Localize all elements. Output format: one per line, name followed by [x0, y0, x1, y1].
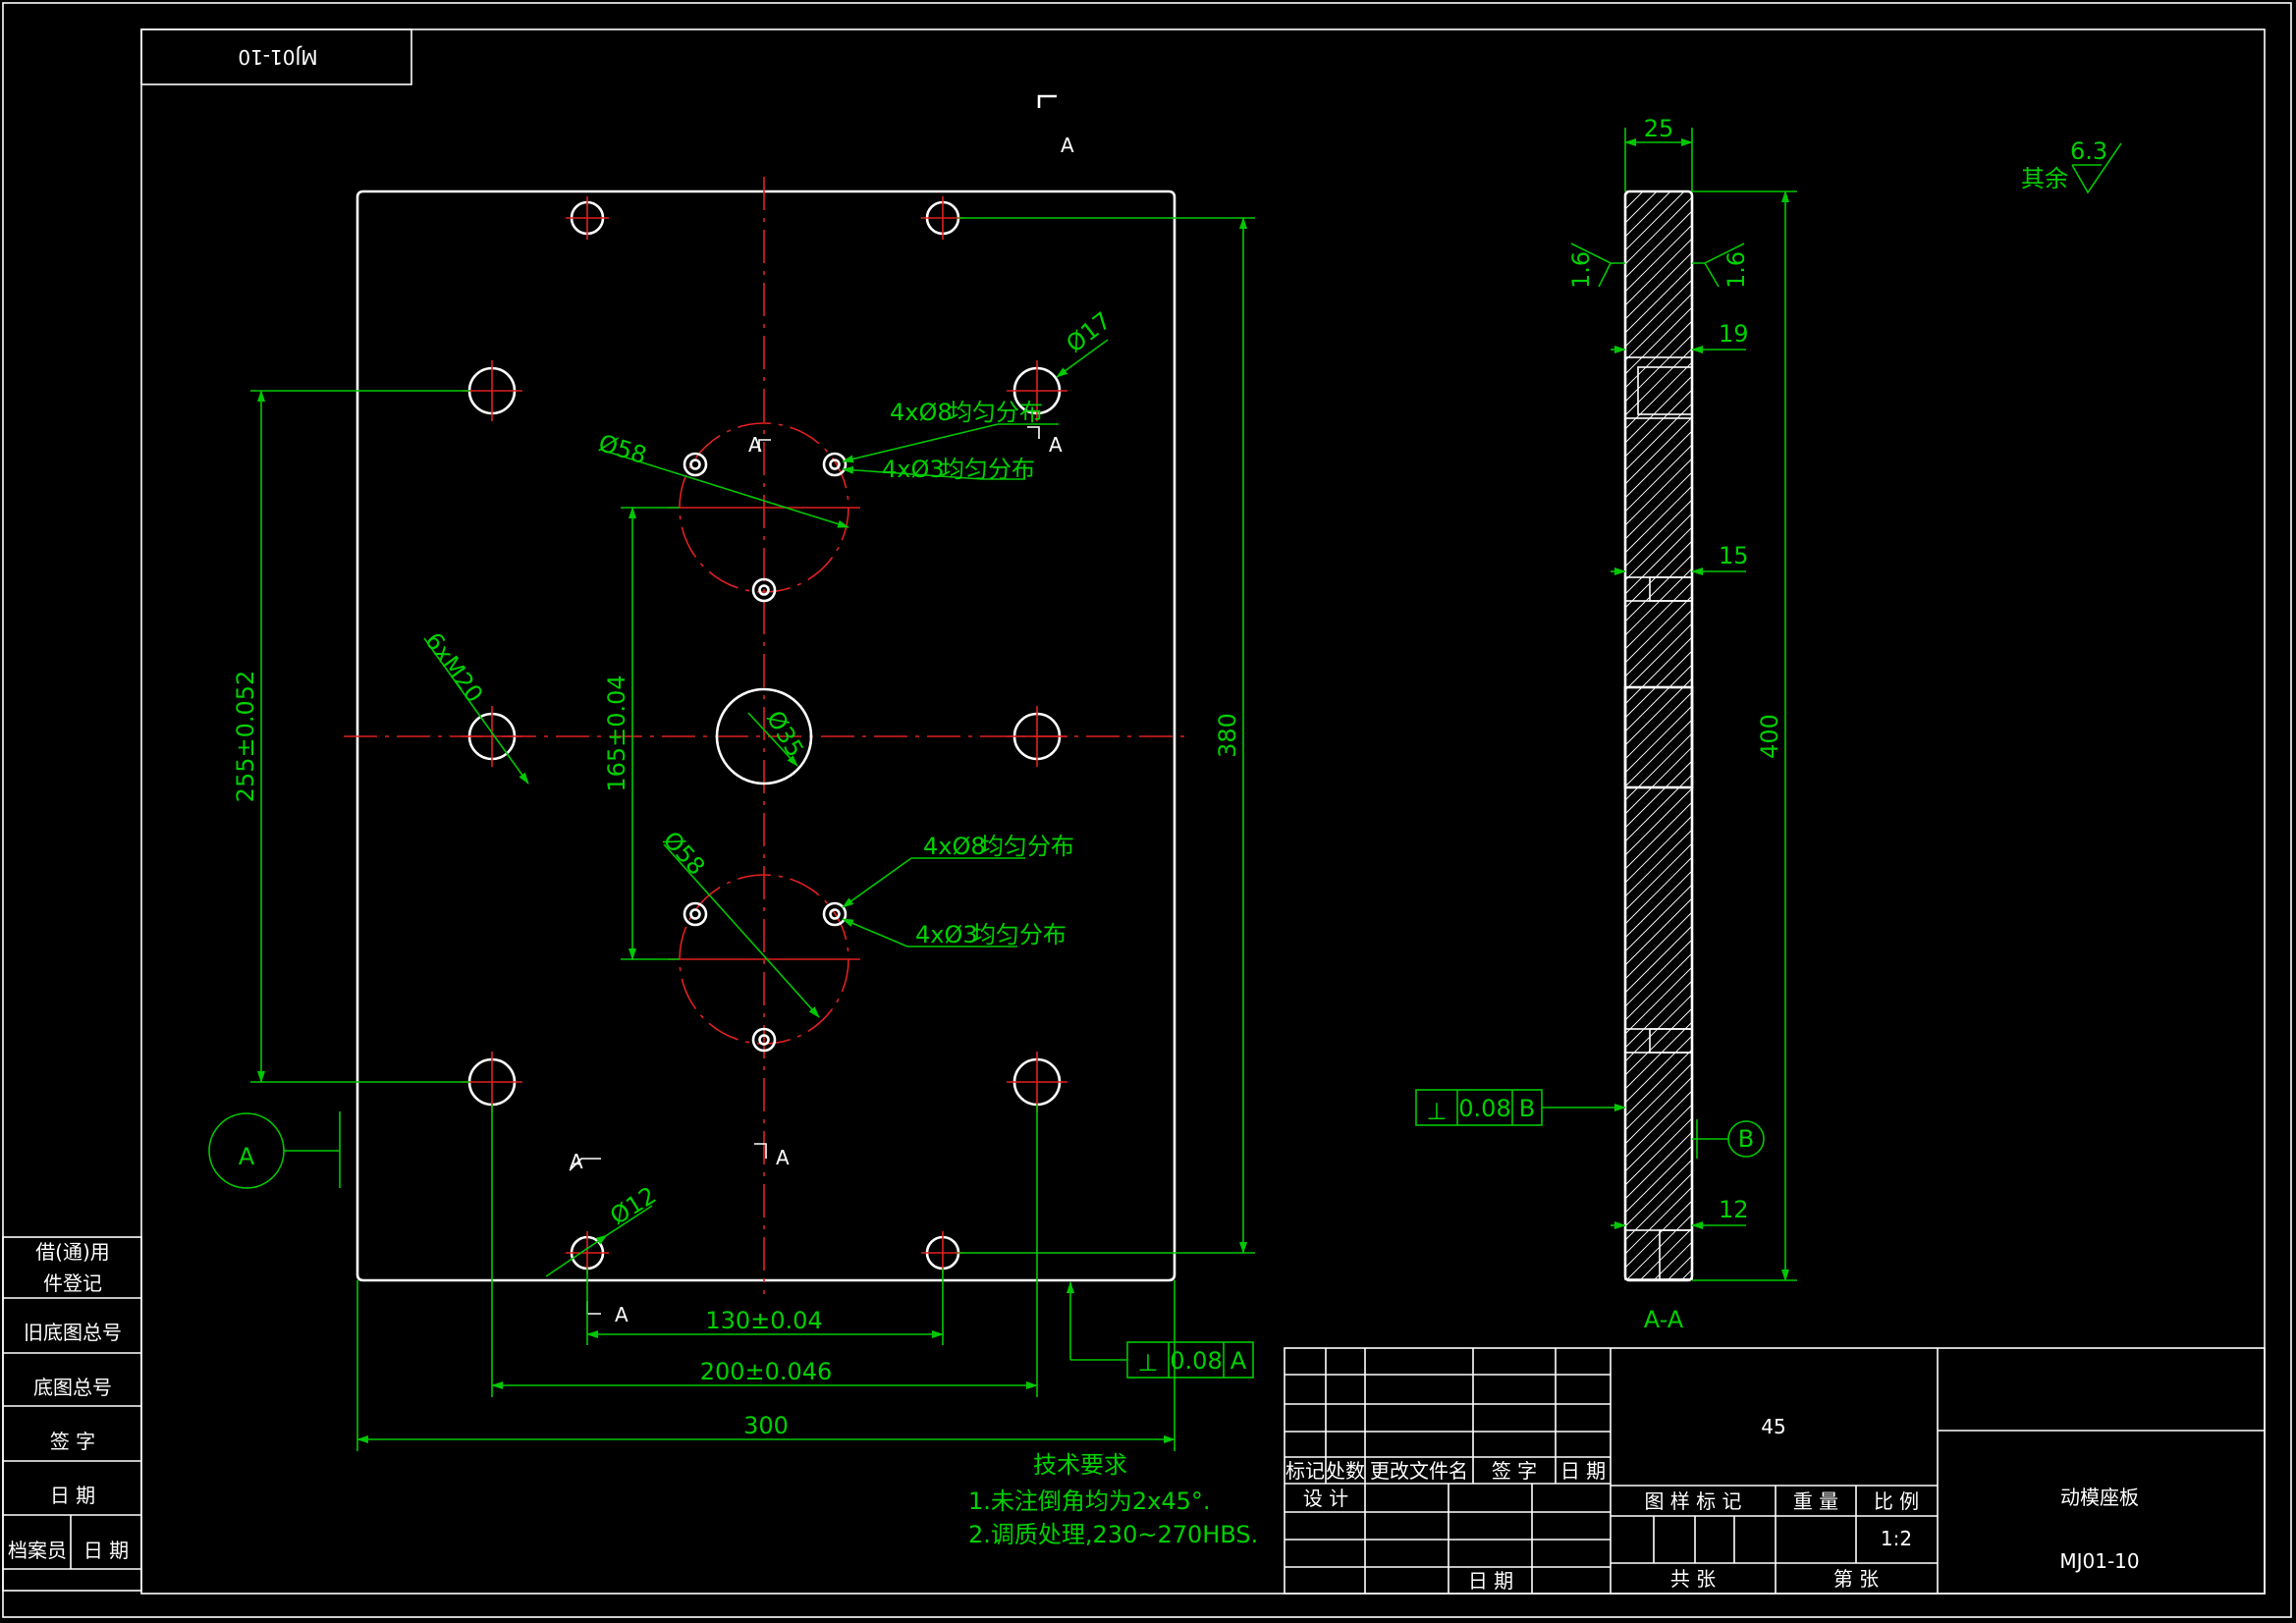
- tb-rev-0: 标记: [1285, 1459, 1325, 1483]
- datum-a-marker: A: [208, 1111, 341, 1189]
- tb-rev-3: 签 字: [1492, 1459, 1537, 1483]
- tb-scale: 1:2: [1881, 1527, 1912, 1550]
- tolerance-frame-front: ⊥ 0.08 A: [1066, 1281, 1254, 1379]
- dim-holes-8-upper: 4xØ8: [890, 399, 953, 426]
- dim-height-380: 380: [1214, 713, 1241, 758]
- stamp-row-4: 签 字: [50, 1430, 95, 1453]
- tb-weight: 重 量: [1793, 1489, 1838, 1513]
- dim-threads: 6xM20: [419, 627, 488, 708]
- tb-sheet-no: 第 张: [1833, 1567, 1879, 1591]
- dim-side-19: 19: [1719, 320, 1749, 348]
- svg-text:6.3: 6.3: [2070, 137, 2107, 165]
- tb-rev-4: 日 期: [1560, 1459, 1606, 1483]
- side-view: 25 400 19 15 12 1.6 1.6: [1415, 115, 1797, 1333]
- dim-side-12: 12: [1719, 1196, 1749, 1223]
- svg-text:均匀分布: 均匀分布: [980, 833, 1074, 860]
- dim-dia-12: Ø12: [605, 1181, 661, 1230]
- notes-line1: 1.未注倒角均为2x45°.: [968, 1488, 1211, 1515]
- mirrored-code-box: MJ01-10: [140, 28, 412, 85]
- bolt-holes: [462, 360, 1067, 1112]
- stamp-row-1: 件登记: [43, 1271, 102, 1295]
- section-view-label: A-A: [1644, 1306, 1684, 1333]
- svg-text:A: A: [776, 1146, 790, 1169]
- tb-part-name: 动模座板: [2060, 1486, 2139, 1509]
- notes-title: 技术要求: [1033, 1451, 1127, 1479]
- tb-material: 45: [1761, 1415, 1785, 1438]
- svg-text:均匀分布: 均匀分布: [972, 921, 1066, 948]
- dim-holes-8-lower: 4xØ8: [923, 833, 986, 860]
- dim-width-200: 200±0.046: [700, 1358, 833, 1385]
- tolerance-frame-side: ⊥ 0.08 B: [1415, 1089, 1626, 1126]
- stamp-row-3: 底图总号: [33, 1376, 112, 1399]
- svg-text:均匀分布: 均匀分布: [949, 399, 1043, 426]
- dim-dia-58-lower: Ø58: [658, 826, 711, 880]
- dim-height-255: 255±0.052: [232, 671, 259, 803]
- counterbore-holes: [683, 452, 847, 1053]
- dim-side-height: 400: [1756, 714, 1783, 759]
- svg-text:A: A: [748, 433, 762, 457]
- svg-text:0.08: 0.08: [1458, 1095, 1510, 1122]
- dim-width-130: 130±0.04: [705, 1307, 822, 1334]
- svg-text:均匀分布: 均匀分布: [941, 456, 1035, 483]
- svg-text:B: B: [1519, 1095, 1535, 1122]
- stamp-row-0: 借(通)用: [35, 1240, 110, 1264]
- dim-width-300: 300: [743, 1412, 789, 1439]
- stamp-row-2: 旧底图总号: [24, 1321, 122, 1344]
- svg-text:A: A: [615, 1303, 629, 1326]
- dim-height-165: 165±0.04: [603, 675, 630, 791]
- datum-b-label: B: [1738, 1125, 1754, 1153]
- technical-notes: 技术要求 1.未注倒角均为2x45°. 2.调质处理,230~270HBS.: [968, 1451, 1258, 1548]
- svg-text:⊥: ⊥: [1427, 1098, 1448, 1125]
- plate-outline: [355, 189, 1176, 1282]
- tb-design: 设 计: [1303, 1487, 1348, 1510]
- tb-date: 日 期: [1468, 1569, 1513, 1593]
- svg-text:1.6: 1.6: [1567, 251, 1595, 289]
- dim-holes-3-upper: 4xØ3: [882, 456, 945, 483]
- tb-rev-2: 更改文件名: [1370, 1459, 1468, 1483]
- dim-holes-3-lower: 4xØ3: [915, 921, 978, 948]
- notes-line2: 2.调质处理,230~270HBS.: [968, 1521, 1258, 1548]
- surface-finish-marks: 1.6 1.6: [1567, 243, 1750, 289]
- stamp-date: 日 期: [83, 1539, 129, 1562]
- mirrored-code: MJ01-10: [238, 45, 317, 69]
- svg-text:A: A: [1049, 433, 1063, 457]
- tb-part-code: MJ01-10: [2059, 1549, 2139, 1573]
- tb-ratio: 比 例: [1874, 1489, 1919, 1513]
- surface-finish-rest: 其余 6.3: [2021, 137, 2122, 194]
- tb-total-sheets: 共 张: [1670, 1567, 1716, 1591]
- dim-thickness: 25: [1644, 115, 1674, 142]
- datum-b-marker: B: [1692, 1119, 1765, 1159]
- title-block: 标记 处数 更改文件名 签 字 日 期 设 计 日 期 45 图 样 标 记 重…: [1284, 1347, 2266, 1595]
- center-hole: [715, 687, 813, 785]
- dim-dia-58-upper: Ø58: [595, 429, 649, 469]
- datum-a-label: A: [239, 1143, 255, 1170]
- svg-text:⊥: ⊥: [1138, 1349, 1159, 1377]
- side-dimensions: 25 400 19 15 12: [1611, 115, 1797, 1281]
- section-mark-top: A: [1061, 134, 1074, 157]
- section-hatching: [1624, 190, 1693, 1281]
- left-stamp-table: 借(通)用 件登记 旧底图总号 底图总号 签 字 日 期 档案员 日 期: [2, 1236, 142, 1592]
- front-view: A A A A A A A 300: [208, 94, 1258, 1548]
- side-outline: [1623, 189, 1694, 1282]
- stamp-archive: 档案员: [8, 1539, 67, 1562]
- svg-text:A: A: [570, 1150, 583, 1173]
- svg-text:0.08: 0.08: [1170, 1347, 1222, 1375]
- front-dimensions: 300 200±0.046 130±0.04 380 255±0.052: [232, 217, 1255, 1451]
- counterbore-12: [1624, 1229, 1693, 1280]
- section-marks: A A A A A A: [569, 94, 1074, 1326]
- svg-text:A: A: [1230, 1347, 1247, 1375]
- svg-text:1.6: 1.6: [1722, 251, 1750, 289]
- tb-rev-1: 处数: [1326, 1459, 1365, 1483]
- stamp-row-5: 日 期: [50, 1484, 95, 1507]
- dim-dia-17: Ø17: [1061, 306, 1116, 358]
- dim-side-15: 15: [1719, 542, 1749, 569]
- tb-stage-mark: 图 样 标 记: [1644, 1489, 1741, 1513]
- svg-text:其余: 其余: [2021, 165, 2068, 192]
